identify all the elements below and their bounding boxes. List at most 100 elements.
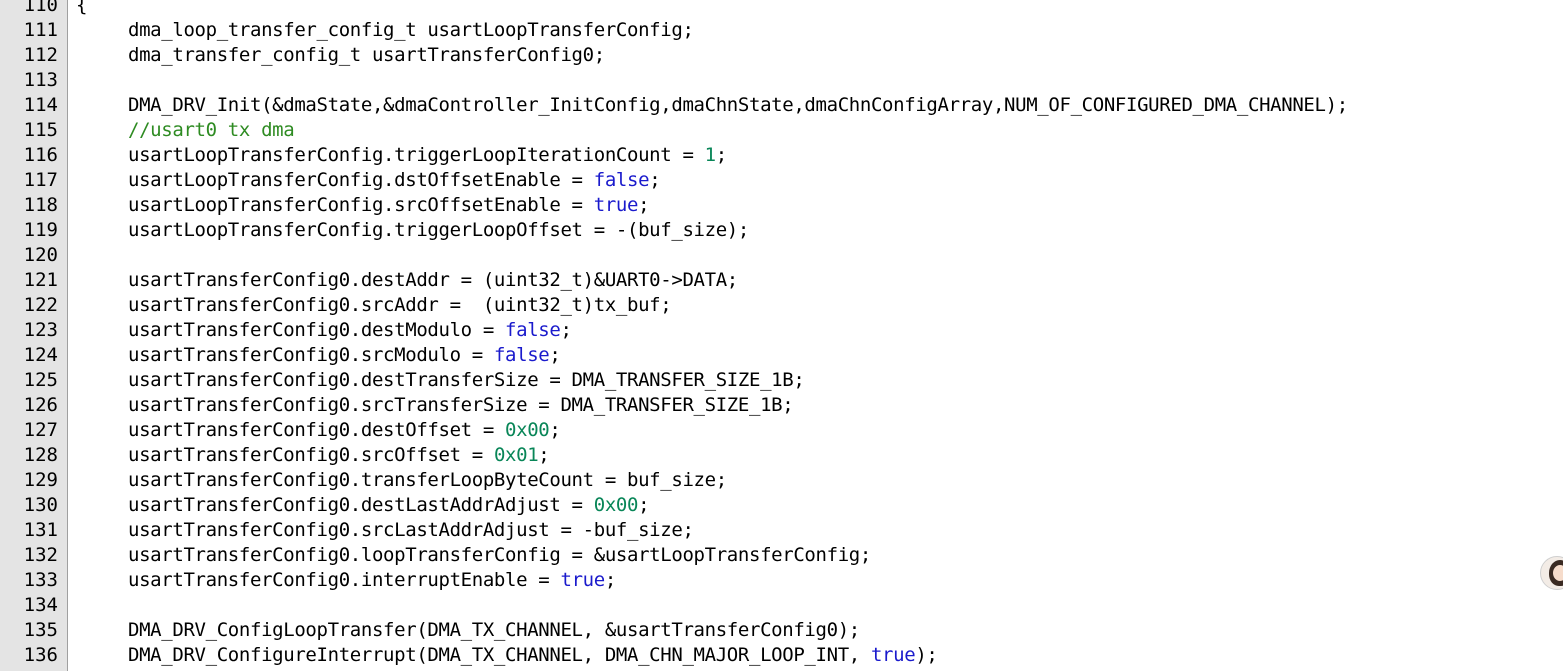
- line-number: 110: [23, 0, 58, 16]
- code-token: dma_loop_transfer_config_t usartLoopTran…: [128, 19, 694, 41]
- code-token: ;: [549, 344, 561, 366]
- code-token: ;: [649, 169, 661, 191]
- keyword-token: true: [593, 194, 639, 216]
- keyword-token: false: [505, 319, 561, 341]
- code-text: usartTransferConfig0.destOffset = 0x00;: [128, 418, 561, 443]
- code-line[interactable]: 136 DMA_DRV_ConfigureInterrupt(DMA_TX_CHA…: [0, 643, 1563, 668]
- code-token: );: [915, 644, 938, 666]
- code-line[interactable]: 137: [0, 668, 1563, 671]
- code-line[interactable]: 121 usartTransferConfig0.destAddr = (uint…: [0, 268, 1563, 293]
- code-line[interactable]: 116 usartLoopTransferConfig.triggerLoopIt…: [0, 143, 1563, 168]
- code-text: DMA_DRV_ConfigureInterrupt(DMA_TX_CHANNE…: [128, 643, 938, 668]
- code-token: usartTransferConfig0.destTransferSize = …: [128, 369, 805, 391]
- line-number: 127: [23, 419, 58, 441]
- line-number: 132: [23, 544, 58, 566]
- line-number: 135: [23, 619, 58, 641]
- line-number: 126: [23, 394, 58, 416]
- code-line[interactable]: 110{: [0, 0, 1563, 18]
- code-token: usartTransferConfig0.destAddr = (uint32_…: [128, 269, 738, 291]
- code-text: usartTransferConfig0.interruptEnable = t…: [128, 568, 616, 593]
- line-number: 124: [23, 344, 58, 366]
- code-line[interactable]: 125 usartTransferConfig0.destTransferSize…: [0, 368, 1563, 393]
- keyword-token: false: [493, 344, 550, 366]
- code-line[interactable]: 123 usartTransferConfig0.destModulo = fal…: [0, 318, 1563, 343]
- code-text: usartLoopTransferConfig.triggerLoopOffse…: [128, 218, 749, 243]
- code-line[interactable]: 133 usartTransferConfig0.interruptEnable …: [0, 568, 1563, 593]
- line-number: 137: [0, 668, 58, 671]
- code-token: ;: [638, 494, 650, 516]
- code-text: usartLoopTransferConfig.srcOffsetEnable …: [128, 193, 650, 218]
- code-token: usartTransferConfig0.srcLastAddrAdjust =…: [128, 519, 694, 541]
- code-line[interactable]: 114 DMA_DRV_Init(&dmaState,&dmaController…: [0, 93, 1563, 118]
- code-line[interactable]: 129 usartTransferConfig0.transferLoopByte…: [0, 468, 1563, 493]
- code-token: usartTransferConfig0.srcTransferSize = D…: [128, 394, 794, 416]
- code-line[interactable]: 124 usartTransferConfig0.srcModulo = fals…: [0, 343, 1563, 368]
- code-text: //usart0 tx dma: [128, 118, 295, 143]
- code-line[interactable]: 135 DMA_DRV_ConfigLoopTransfer(DMA_TX_CHA…: [0, 618, 1563, 643]
- code-line[interactable]: 113: [0, 68, 1563, 93]
- avatar-icon[interactable]: [1540, 556, 1563, 590]
- keyword-token: true: [560, 569, 605, 591]
- keyword-token: true: [870, 644, 916, 666]
- code-line[interactable]: 131 usartTransferConfig0.srcLastAddrAdjus…: [0, 518, 1563, 543]
- code-token: usartTransferConfig0.destOffset =: [128, 419, 506, 441]
- code-text: dma_loop_transfer_config_t usartLoopTran…: [128, 18, 694, 43]
- code-text: usartTransferConfig0.loopTransferConfig …: [128, 543, 871, 568]
- line-number: 136: [23, 644, 58, 666]
- code-token: usartLoopTransferConfig.dstOffsetEnable …: [128, 169, 594, 191]
- line-number: 114: [23, 94, 58, 116]
- code-token: ;: [560, 319, 572, 341]
- line-number: 120: [23, 244, 58, 266]
- code-text: usartTransferConfig0.srcModulo = false;: [128, 343, 561, 368]
- code-text: DMA_DRV_Init(&dmaState,&dmaController_In…: [128, 93, 1348, 118]
- code-text: usartTransferConfig0.transferLoopByteCou…: [128, 468, 727, 493]
- line-number: 122: [23, 294, 58, 316]
- code-text: usartTransferConfig0.destModulo = false;: [128, 318, 572, 343]
- code-line[interactable]: 127 usartTransferConfig0.destOffset = 0x0…: [0, 418, 1563, 443]
- number-token: 0x01: [493, 444, 539, 466]
- number-token: 1: [704, 144, 716, 166]
- line-number: 123: [23, 319, 58, 341]
- line-number: 133: [23, 569, 58, 591]
- code-line[interactable]: 134: [0, 593, 1563, 618]
- code-token: ;: [638, 194, 650, 216]
- code-token: usartTransferConfig0.destLastAddrAdjust …: [128, 494, 594, 516]
- code-token: usartTransferConfig0.srcOffset =: [128, 444, 494, 466]
- number-token: 0x00: [505, 419, 550, 441]
- code-text: usartTransferConfig0.srcLastAddrAdjust =…: [128, 518, 694, 543]
- number-token: 0x00: [593, 494, 639, 516]
- line-number: 134: [23, 594, 58, 616]
- code-line[interactable]: 132 usartTransferConfig0.loopTransferConf…: [0, 543, 1563, 568]
- code-token: usartTransferConfig0.transferLoopByteCou…: [128, 469, 727, 491]
- code-token: usartLoopTransferConfig.srcOffsetEnable …: [128, 194, 594, 216]
- code-text: usartTransferConfig0.srcTransferSize = D…: [128, 393, 794, 418]
- code-text: usartTransferConfig0.destTransferSize = …: [128, 368, 805, 393]
- code-token: usartTransferConfig0.loopTransferConfig …: [128, 544, 871, 566]
- line-number: 131: [23, 519, 58, 541]
- code-text: usartTransferConfig0.srcOffset = 0x01;: [128, 443, 550, 468]
- code-token: DMA_DRV_ConfigLoopTransfer(DMA_TX_CHANNE…: [128, 619, 860, 641]
- line-number: 116: [23, 144, 58, 166]
- code-text: DMA_DRV_ConfigLoopTransfer(DMA_TX_CHANNE…: [128, 618, 860, 643]
- line-number: 125: [23, 369, 58, 391]
- code-token: ;: [715, 144, 727, 166]
- code-line[interactable]: 115//usart0 tx dma: [0, 118, 1563, 143]
- code-token: usartTransferConfig0.destModulo =: [128, 319, 506, 341]
- line-number: 129: [23, 469, 58, 491]
- code-text: usartLoopTransferConfig.triggerLoopItera…: [128, 143, 727, 168]
- code-line[interactable]: 120: [0, 243, 1563, 268]
- line-number: 121: [23, 269, 58, 291]
- code-text: usartLoopTransferConfig.dstOffsetEnable …: [128, 168, 661, 193]
- code-line[interactable]: 126 usartTransferConfig0.srcTransferSize …: [0, 393, 1563, 418]
- code-token: usartLoopTransferConfig.triggerLoopItera…: [128, 144, 705, 166]
- code-text: usartTransferConfig0.destAddr = (uint32_…: [128, 268, 738, 293]
